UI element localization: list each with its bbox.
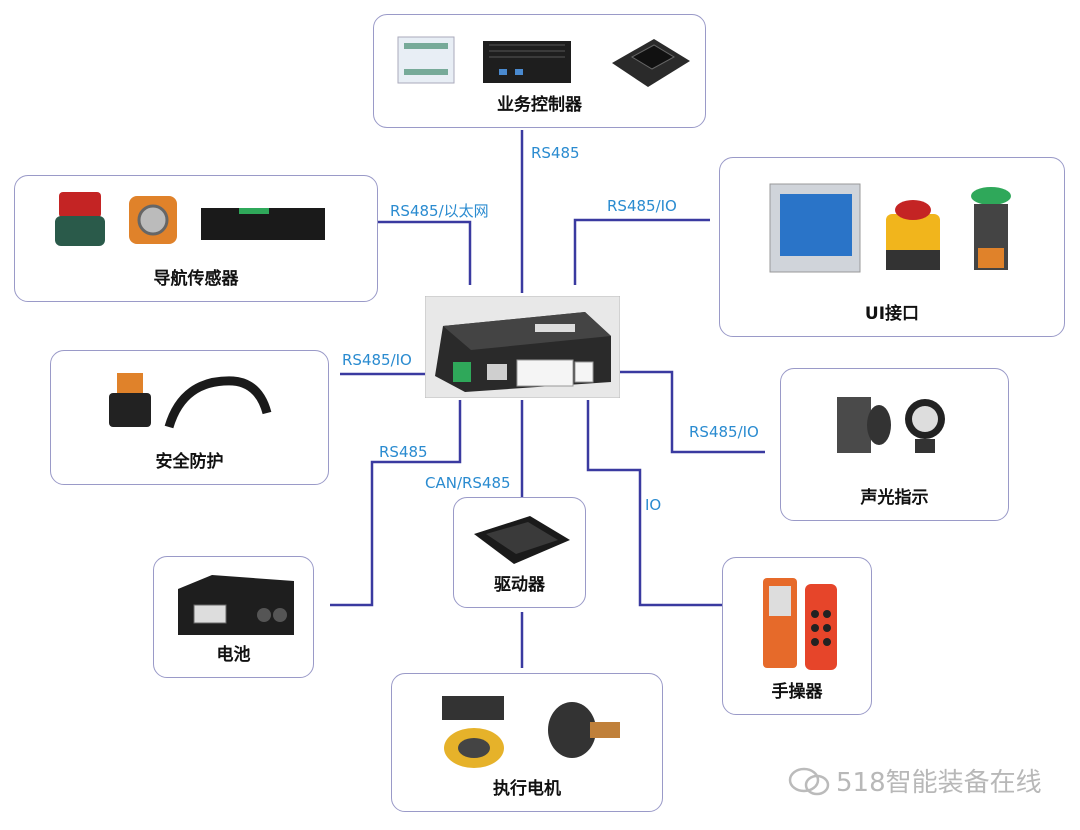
sound-light-title: 声光指示 <box>860 488 929 508</box>
pendant-title: 手操器 <box>771 682 823 702</box>
watermark: 518智能装备在线 <box>788 762 1042 799</box>
sound-light-box: 声光指示 <box>780 368 1009 521</box>
driver-box: 驱动器 <box>453 497 586 608</box>
push-button-image <box>971 187 1011 270</box>
wechat-icon <box>788 767 830 796</box>
nav-sensor-title: 导航传感器 <box>153 269 239 289</box>
link-label-sound: RS485/IO <box>689 423 759 441</box>
speaker-image <box>837 397 891 453</box>
servo-motor-image <box>548 702 620 758</box>
link-label-controller: RS485 <box>531 144 580 162</box>
driver-image <box>474 516 570 564</box>
emergency-stop-image <box>886 200 940 270</box>
battery-title: 电池 <box>216 645 251 665</box>
link-label-pendant: IO <box>645 496 662 514</box>
driver-title: 驱动器 <box>494 575 545 595</box>
motor-box: 执行电机 <box>391 673 663 812</box>
watermark-text: 518智能装备在线 <box>836 768 1042 798</box>
drive-wheel-image <box>442 696 504 768</box>
touch-panel-image <box>769 183 861 273</box>
wire-battery <box>330 400 462 607</box>
motor-title: 执行电机 <box>493 779 561 799</box>
wire-ui <box>573 218 710 285</box>
lidar-image <box>55 192 105 246</box>
business-controller-box: 业务控制器 <box>373 14 706 128</box>
wire-nav <box>378 220 472 285</box>
magnetic-sensor-image <box>201 208 325 240</box>
main-controller-image <box>424 295 621 399</box>
ui-interface-title: UI接口 <box>864 304 920 324</box>
link-label-driver: CAN/RS485 <box>425 474 511 492</box>
battery-box: 电池 <box>153 556 314 678</box>
link-label-nav: RS485/以太网 <box>390 202 489 220</box>
safety-scanner-image <box>109 373 151 427</box>
link-label-safety: RS485/IO <box>342 351 412 369</box>
pendant-box: 手操器 <box>722 557 872 715</box>
camera-sensor-image <box>129 196 177 244</box>
nav-sensor-box: 导航传感器 <box>14 175 378 302</box>
industrial-pc-image <box>483 41 571 83</box>
ui-interface-box: UI接口 <box>719 157 1065 337</box>
wire-pendant <box>586 400 722 607</box>
link-label-ui: RS485/IO <box>607 197 677 215</box>
wire-sound <box>620 370 765 454</box>
link-label-battery: RS485 <box>379 443 428 461</box>
safety-bumper-image <box>164 376 272 429</box>
safety-box: 安全防护 <box>50 350 329 485</box>
remote-control-image <box>763 578 837 670</box>
plc-image <box>397 36 455 84</box>
business-controller-title: 业务控制器 <box>497 95 582 115</box>
warning-light-image <box>905 399 945 453</box>
battery-image <box>178 575 294 635</box>
safety-title: 安全防护 <box>155 452 224 472</box>
dev-board-image <box>612 39 690 87</box>
